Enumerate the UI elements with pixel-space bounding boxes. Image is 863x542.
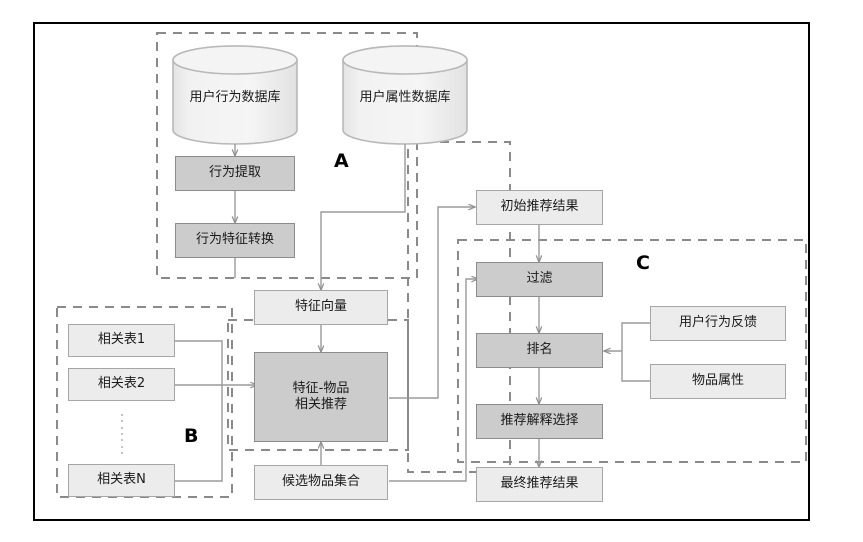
group-b-label: B: [184, 425, 199, 447]
node-user-behavior-feedback[interactable]: 用户行为反馈: [650, 306, 786, 341]
node-related-table-1[interactable]: 相关表1: [68, 324, 175, 357]
node-explanation-selection[interactable]: 推荐解释选择: [476, 404, 603, 439]
node-feature-item-recommend[interactable]: 特征-物品 相关推荐: [254, 352, 388, 442]
node-related-table-2[interactable]: 相关表2: [68, 368, 175, 401]
node-filter[interactable]: 过滤: [476, 262, 603, 297]
node-behavior-feature-transform[interactable]: 行为特征转换: [175, 223, 295, 258]
node-ranking[interactable]: 排名: [476, 333, 603, 368]
node-feature-vector[interactable]: 特征向量: [254, 290, 388, 325]
node-related-table-n[interactable]: 相关表N: [68, 464, 175, 497]
node-feature-item-recommend-line1: 特征-物品: [292, 380, 350, 396]
node-feature-item-recommend-line2: 相关推荐: [294, 397, 347, 412]
group-c-label: C: [636, 252, 650, 274]
user-profile-db-label: 用户属性数据库: [359, 89, 451, 105]
vertical-ellipsis-icon: [120, 414, 123, 454]
node-behavior-extraction[interactable]: 行为提取: [175, 156, 295, 191]
group-a-label: A: [334, 150, 349, 172]
node-initial-result[interactable]: 初始推荐结果: [476, 190, 603, 225]
user-behavior-db-label: 用户行为数据库: [189, 89, 281, 105]
node-candidate-item-set[interactable]: 候选物品集合: [254, 465, 388, 500]
node-final-result[interactable]: 最终推荐结果: [476, 467, 603, 502]
node-item-attributes[interactable]: 物品属性: [650, 364, 786, 399]
